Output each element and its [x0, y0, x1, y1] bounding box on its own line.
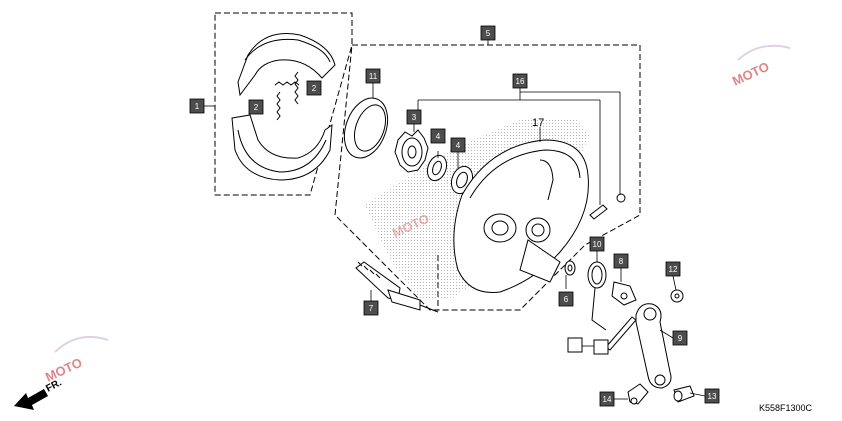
callout-c2a: 2 [248, 99, 264, 115]
callout-c11: 11 [365, 68, 381, 84]
callout-c5: 5 [480, 25, 496, 41]
shoe-spring-upper [274, 81, 300, 86]
callout-c4b: 4 [450, 137, 466, 153]
return-spring-drawing [587, 261, 607, 331]
shoe-spring-left [276, 91, 281, 121]
callout-box [306, 80, 322, 96]
callout-c4a: 4 [430, 128, 446, 144]
callout-box [189, 98, 205, 114]
watermark-bottom-left: MOTO [43, 336, 109, 385]
watermark-swoosh-icon [54, 336, 109, 353]
callout-number: 9 [678, 334, 683, 343]
callout-c12: 12 [665, 261, 681, 277]
callout-box [672, 330, 688, 346]
callout-box [406, 109, 422, 125]
brake-panel-plate [453, 139, 589, 294]
pin-drawings [627, 383, 695, 405]
upper-brake-shoe [237, 33, 336, 97]
callout-number: 14 [603, 395, 612, 404]
reference-box-right [593, 339, 609, 355]
watermark-text: MOTO [730, 59, 771, 89]
callout-number: 6 [564, 295, 569, 304]
callout-number: 16 [516, 77, 525, 86]
callout-number: 3 [412, 113, 417, 122]
callout-box [599, 391, 615, 407]
panel-arm [519, 239, 561, 283]
watermark-swoosh-icon [737, 44, 791, 61]
callout-number: 1 [195, 102, 200, 111]
camshaft-drawing [355, 261, 439, 313]
callout-box [365, 68, 381, 84]
diagram-code: K558F1300C [759, 403, 813, 413]
callout-number: 10 [593, 240, 602, 249]
callout-c7: 7 [363, 300, 379, 316]
callout-c16: 16 [512, 73, 528, 89]
brake-panel-drawing [453, 139, 589, 294]
upper-shoe-lining [244, 38, 331, 63]
callout-c14: 14 [599, 391, 615, 407]
wear-indicator-drawing [611, 281, 637, 306]
front-direction-indicator: FR. [14, 377, 64, 410]
small-washer-drawing [564, 260, 576, 276]
callout-c8: 8 [613, 253, 629, 269]
callout-box [430, 128, 446, 144]
callout-box [613, 253, 629, 269]
callout-number: 4 [456, 141, 461, 150]
callout-c9: 9 [672, 330, 688, 346]
callout-number: 13 [708, 392, 717, 401]
oil-seal-drawing [343, 97, 389, 159]
watermark-text: MOTO [43, 355, 84, 385]
reference-box-left [567, 337, 583, 353]
reference-boxes [567, 337, 609, 355]
callout-c2b: 2 [306, 80, 322, 96]
callout-c1: 1 [189, 98, 205, 114]
brake-shoe-drawing [231, 33, 336, 181]
callout-number: 5 [486, 29, 491, 38]
callout-number: 7 [369, 304, 374, 313]
shoe-spring-right [294, 71, 299, 105]
lower-shoe-lining [237, 129, 327, 173]
callout-box [704, 388, 720, 404]
front-arrow-icon [14, 389, 48, 410]
callout-c3: 3 [406, 109, 422, 125]
callout-box [665, 261, 681, 277]
callout-box [512, 73, 528, 89]
callout-c10: 10 [589, 236, 605, 252]
callout-number: 2 [312, 84, 317, 93]
part-17-label: 17 [532, 117, 544, 129]
leader-lines [203, 40, 706, 400]
panel-assembly-frame [334, 44, 641, 311]
callout-box [248, 99, 264, 115]
brake-shoe-frame [214, 12, 353, 196]
callout-number: 12 [669, 265, 678, 274]
callout-box [480, 25, 496, 41]
callout-number: 8 [619, 257, 624, 266]
callout-box [363, 300, 379, 316]
watermark-top-right: MOTO [730, 44, 791, 89]
callout-box [589, 236, 605, 252]
nut-drawing [670, 289, 684, 303]
callout-number: 4 [436, 132, 441, 141]
adjuster-bolt-drawing [589, 193, 626, 220]
callout-box [558, 291, 574, 307]
callout-number: 2 [254, 103, 259, 112]
brake-arm-drawing [635, 303, 672, 389]
callout-c13: 13 [704, 388, 720, 404]
callout-number: 11 [369, 72, 378, 81]
callout-box [450, 137, 466, 153]
drive-gear-drawing [394, 129, 429, 173]
arm-bolt-drawing [605, 316, 637, 351]
callout-c6: 6 [558, 291, 574, 307]
